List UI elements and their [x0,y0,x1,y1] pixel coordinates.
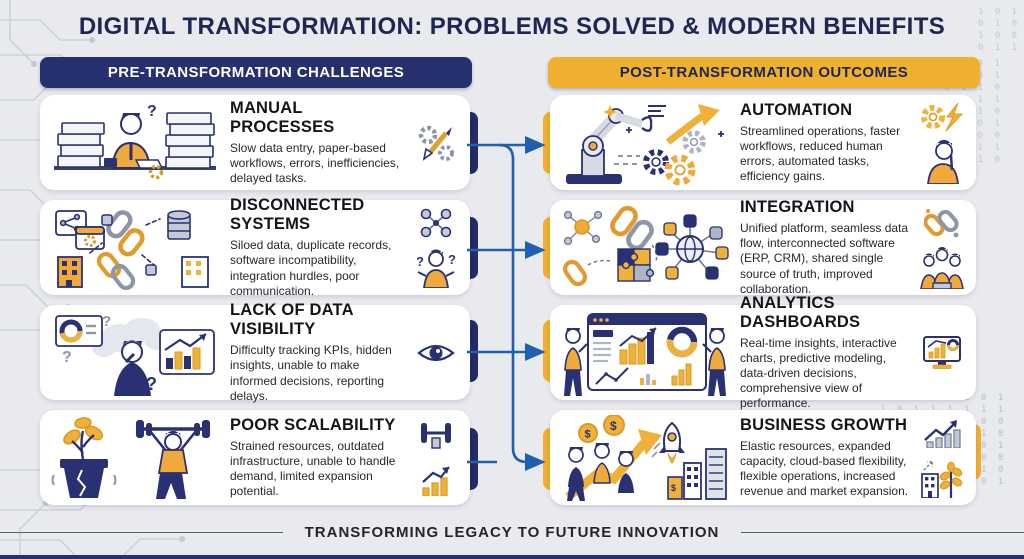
card-description: Elastic resources, expanded capacity, cl… [740,438,909,499]
card-description: Difficulty tracking KPIs, hidden insight… [230,343,392,403]
card-title: BUSINESS GROWTH [740,415,908,434]
card-title: POOR SCALABILITY [230,415,396,434]
footer-rule-left [0,532,283,533]
svg-text:$: $ [585,428,591,440]
bottom-accent-bar [0,555,1024,559]
outcome-card-business-growth: $ $ [550,410,976,505]
card-title: MANUAL PROCESSES [230,98,335,136]
footer-rule-right [741,532,1024,533]
confused-person-icon: ? ? [416,249,456,288]
integration-illustration [556,205,734,291]
outcome-card-analytics-dashboards: ANALYTICS DASHBOARDS Real-time insights,… [550,294,976,410]
svg-text:$: $ [610,419,617,433]
growth-arrow-chart-icon [924,419,961,448]
svg-text:?: ? [62,349,72,366]
page-title: DIGITAL TRANSFORMATION: PROBLEMS SOLVED … [78,13,946,40]
footer-tagline: TRANSFORMING LEGACY TO FUTURE INNOVATION [0,524,1024,541]
challenge-card-poor-scalability: POOR SCALABILITY Strained resources, out… [40,410,470,505]
manual-processes-illustration: ? [46,100,224,186]
challenge-card-manual-processes: ? MANUAL PROCESSES Slow data entry, pape… [40,95,470,190]
challenge-card-disconnected-systems: DISCONNECTED SYSTEMS Siloed data, duplic… [40,196,470,298]
card-description: Real-time insights, interactive charts, … [740,335,897,411]
svg-text:?: ? [102,313,111,330]
dumbbell-icon [421,422,451,449]
card-title: AUTOMATION [740,100,853,119]
card-title: INTEGRATION [740,198,855,217]
challenge-card-lack-of-data-visibility: ? ? ? LACK OF DATA VISIBILITY [40,301,470,403]
growth-bars-icon [422,465,450,496]
chain-link-icon [924,208,959,237]
automation-illustration [556,100,734,186]
eye-icon [417,344,455,361]
building-plant-icon [921,460,963,498]
svg-text:$: $ [671,483,676,493]
binary-pattern-corner-right: 1 0 1 0 1 0 1 0 0 0 1 1 [978,7,1021,53]
svg-text:?: ? [147,103,157,120]
person-thinking-icon [927,139,959,184]
business-growth-illustration: $ $ [556,414,734,501]
svg-text:?: ? [448,252,456,267]
header-post-transformation: POST-TRANSFORMATION OUTCOMES [548,57,980,88]
outcome-card-automation: AUTOMATION Streamlined operations, faste… [550,95,976,190]
gear-lightning-icon [921,102,964,131]
disconnected-systems-illustration [46,205,224,291]
card-description: Streamlined operations, faster workflows… [740,123,901,184]
svg-text:?: ? [146,374,157,394]
svg-text:?: ? [416,254,424,269]
network-nodes-icon [420,208,452,238]
analytics-dashboards-illustration [556,310,734,396]
monitor-chart-icon [923,335,961,369]
card-title: ANALYTICS DASHBOARDS [740,293,861,331]
flow-arrows [467,135,546,472]
outcome-card-integration: INTEGRATION Unified platform, seamless d… [550,198,976,296]
card-title: DISCONNECTED SYSTEMS [230,196,365,234]
card-description: Strained resources, outdated infrastruct… [230,438,396,499]
card-description: Unified platform, seamless data flow, in… [740,221,909,296]
card-title: LACK OF DATA VISIBILITY [230,301,354,339]
card-description: Slow data entry, paper-based workflows, … [230,140,400,186]
team-collaboration-icon [920,246,964,289]
card-description: Siloed data, duplicate records, software… [230,238,392,298]
robotic-hand-pencil-gears-icon [418,125,454,161]
header-pre-transformation: PRE-TRANSFORMATION CHALLENGES [40,57,472,88]
lack-of-data-visibility-illustration: ? ? ? [46,310,224,396]
footer-text: TRANSFORMING LEGACY TO FUTURE INNOVATION [304,524,720,541]
poor-scalability-illustration [46,415,224,501]
